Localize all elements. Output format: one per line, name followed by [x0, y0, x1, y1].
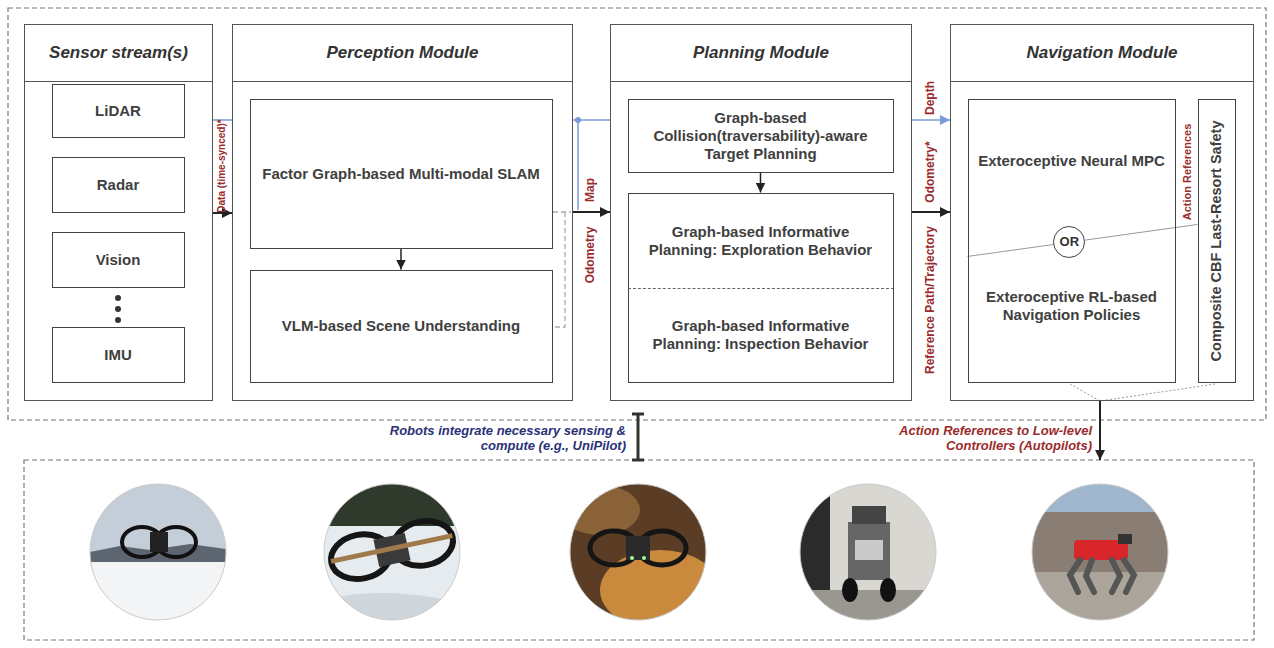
box-label: Graph-based Collision(traversability)-aw…	[639, 109, 883, 163]
header-rule	[25, 81, 212, 82]
connector	[760, 173, 762, 193]
edge-label: Data (time-synced)*	[216, 119, 228, 212]
process-box: Graph-based Collision(traversability)-aw…	[628, 99, 894, 173]
robot-boundary	[24, 460, 1254, 640]
box-label: Composite CBF Last-Resort Safety	[1208, 120, 1225, 361]
module-title: Perception Module	[233, 25, 572, 81]
note-text: Action References to Low-level Controlle…	[846, 424, 1092, 454]
process-box: Graph-based Informative Planning: Explor…	[628, 193, 894, 288]
connector	[573, 211, 610, 213]
connector	[912, 119, 950, 121]
module-panel: Perception ModuleFactor Graph-based Mult…	[232, 24, 573, 401]
process-box: VLM-based Scene Understanding	[250, 270, 553, 383]
box-label: Graph-based Informative Planning: Inspec…	[639, 317, 883, 353]
box-label: Exteroceptive RL-based Navigation Polici…	[977, 288, 1167, 324]
header-rule	[951, 81, 1253, 82]
box-label: OR	[1054, 235, 1084, 251]
box-label: VLM-based Scene Understanding	[261, 317, 542, 335]
robot-photo	[324, 484, 460, 620]
edge-label: Depth	[924, 81, 938, 115]
integration-link	[632, 414, 644, 460]
module-title: Navigation Module	[951, 25, 1253, 81]
header-rule	[233, 81, 572, 82]
sensor-ellipsis	[115, 295, 121, 323]
box-label: Factor Graph-based Multi-modal SLAM	[261, 165, 542, 183]
autopilot-arrow	[1099, 401, 1101, 460]
robot-photo	[1032, 484, 1168, 620]
connector	[573, 119, 610, 121]
box-label: Vision	[63, 251, 174, 269]
switch-line	[968, 245, 1054, 257]
vlm-feedback-line	[553, 212, 571, 327]
process-box: Graph-based Informative Planning: Inspec…	[628, 288, 894, 383]
sensor-box: Radar	[52, 157, 185, 213]
edge-label: Odometry*	[924, 141, 938, 202]
depth-tap-line	[577, 120, 579, 210]
sensor-box: Vision	[52, 232, 185, 288]
sensor-box: LiDAR	[52, 84, 185, 138]
edge-label: Map	[584, 178, 598, 202]
connector	[1085, 224, 1197, 240]
signal-label: Reference Path/Trajectory	[924, 226, 938, 374]
signal-label: Action References	[1181, 124, 1194, 221]
connector	[912, 211, 950, 213]
connector	[400, 249, 402, 270]
robot-photo	[90, 484, 226, 622]
signal-label: Odometry	[584, 227, 598, 284]
box-label: IMU	[63, 346, 174, 364]
output-merge-lines	[1070, 384, 1215, 401]
box-label: Graph-based Informative Planning: Explor…	[639, 223, 883, 259]
robot-photo	[560, 484, 720, 630]
safety-box: Composite CBF Last-Resort Safety	[1198, 99, 1236, 383]
box-label: LiDAR	[63, 102, 174, 120]
module-panel: Navigation ModuleExteroceptive Neural MP…	[950, 24, 1254, 401]
note-text: Robots integrate necessary sensing & com…	[378, 424, 626, 454]
controller-box: Exteroceptive Neural MPC Exteroceptive RL…	[968, 99, 1176, 383]
module-panel: Planning ModuleGraph-based Collision(tra…	[610, 24, 912, 401]
module-title: Planning Module	[611, 25, 911, 81]
header-rule	[611, 81, 911, 82]
box-label: Exteroceptive Neural MPC	[977, 152, 1167, 170]
sensor-box: IMU	[52, 327, 185, 383]
system-boundary	[8, 8, 1266, 420]
or-circle: OR	[1053, 226, 1085, 258]
robot-photo	[800, 484, 936, 620]
process-box: Factor Graph-based Multi-modal SLAM	[250, 99, 553, 249]
box-label: Radar	[63, 176, 174, 194]
module-title: Sensor stream(s)	[25, 25, 212, 81]
module-panel: Sensor stream(s) LiDAR RadarVisionIMU	[24, 24, 213, 401]
